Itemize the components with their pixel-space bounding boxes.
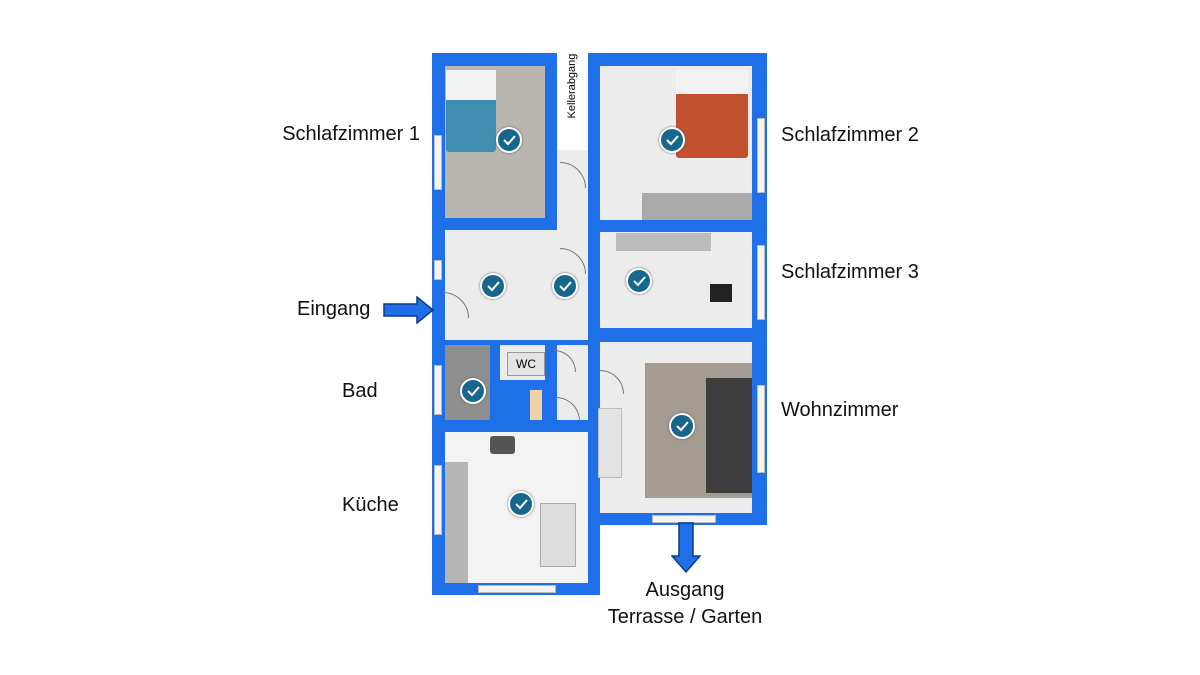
bed-icon [676, 90, 748, 158]
label-wohnzimmer: Wohnzimmer [781, 399, 899, 421]
label-schlafzimmer2: Schlafzimmer 2 [781, 124, 919, 146]
label-schlafzimmer3: Schlafzimmer 3 [781, 261, 919, 283]
label-schlafzimmer1: Schlafzimmer 1 [282, 123, 420, 145]
label-kueche: Küche [342, 494, 399, 516]
wardrobe [642, 193, 752, 220]
check-icon [552, 273, 578, 299]
kellerabgang-label: Kellerabgang [566, 53, 578, 119]
chair-icon [710, 284, 732, 302]
check-icon [460, 378, 486, 404]
window [757, 245, 765, 320]
pillow-icon [446, 70, 496, 100]
kellerabgang-stair [557, 45, 588, 150]
window [434, 260, 442, 280]
window [757, 385, 765, 473]
label-eingang: Eingang [297, 298, 371, 320]
entrance-arrow-icon [383, 296, 435, 324]
check-icon [669, 413, 695, 439]
wc-label: WC [507, 352, 545, 376]
bed-icon [446, 95, 496, 152]
kellerabgang-label-wrap: Kellerabgang [560, 50, 584, 130]
counter [445, 462, 468, 583]
check-icon [659, 127, 685, 153]
check-icon [496, 127, 522, 153]
label-terrasse: Terrasse / Garten [607, 606, 763, 628]
window [434, 465, 442, 535]
check-icon [480, 273, 506, 299]
window [434, 365, 442, 415]
dining-table [540, 503, 576, 567]
tv-stand [598, 408, 622, 478]
sofa-icon [706, 378, 752, 493]
label-bad: Bad [342, 380, 378, 402]
sink-icon [490, 436, 515, 454]
window [434, 135, 442, 190]
closet [530, 390, 542, 420]
pillow-icon [676, 70, 748, 94]
window [757, 118, 765, 193]
wardrobe [616, 233, 711, 251]
check-icon [508, 491, 534, 517]
check-icon [626, 268, 652, 294]
exit-arrow-icon [671, 522, 701, 574]
label-ausgang: Ausgang [645, 579, 725, 601]
window [478, 585, 556, 593]
